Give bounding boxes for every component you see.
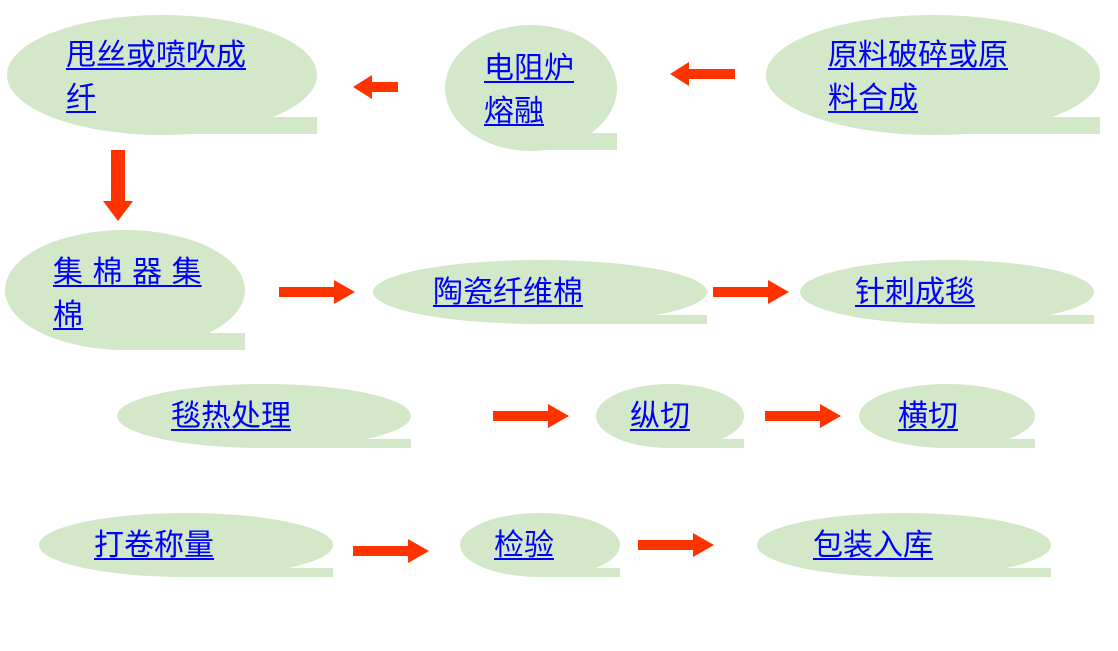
node-packing-link[interactable]: 包装入库 xyxy=(813,528,933,563)
node-rolling-weighing-link[interactable]: 打卷称量 xyxy=(94,528,214,563)
node-bubble-packing xyxy=(757,513,1051,577)
node-raw-material-link[interactable]: 原料破碎或原料合成 xyxy=(828,38,1008,116)
node-bubble-slitting xyxy=(596,384,744,448)
node-needling-link[interactable]: 针刺成毯 xyxy=(855,275,975,310)
node-bubble-inspection xyxy=(460,513,620,577)
node-heat-treatment-link[interactable]: 毯热处理 xyxy=(171,399,291,434)
node-cotton-collector-link[interactable]: 集 棉 器 集棉 xyxy=(53,255,202,333)
arrow-left-2 xyxy=(353,75,398,99)
node-fiberizing-link[interactable]: 甩丝或喷吹成纤 xyxy=(66,38,246,116)
arrow-right-6 xyxy=(638,533,714,557)
arrow-right-5 xyxy=(353,539,429,563)
arrow-right-2 xyxy=(713,280,789,304)
arrow-down-1 xyxy=(103,150,133,221)
node-cross-cutting-link[interactable]: 横切 xyxy=(898,399,958,434)
node-bubble-fiberizing xyxy=(7,15,317,135)
arrow-right-4 xyxy=(765,404,841,428)
node-bubble-rolling-weighing xyxy=(39,513,333,577)
node-furnace-melting-link[interactable]: 电阻炉熔融 xyxy=(484,51,574,129)
arrow-left-1 xyxy=(670,62,735,86)
node-bubble-ceramic-fiber-cotton xyxy=(373,260,707,324)
node-bubble-needling xyxy=(800,260,1094,324)
arrow-right-1 xyxy=(279,280,355,304)
node-bubble-cross-cutting xyxy=(859,384,1035,448)
node-inspection-link[interactable]: 检验 xyxy=(494,528,554,563)
node-slitting-link[interactable]: 纵切 xyxy=(630,399,690,434)
node-bubble-cotton-collector xyxy=(5,230,245,350)
node-bubble-furnace-melting xyxy=(445,25,617,151)
node-bubble-heat-treatment xyxy=(117,384,411,448)
node-ceramic-fiber-cotton-link[interactable]: 陶瓷纤维棉 xyxy=(433,275,583,310)
arrow-right-3 xyxy=(493,404,569,428)
node-bubble-raw-material xyxy=(766,15,1100,135)
